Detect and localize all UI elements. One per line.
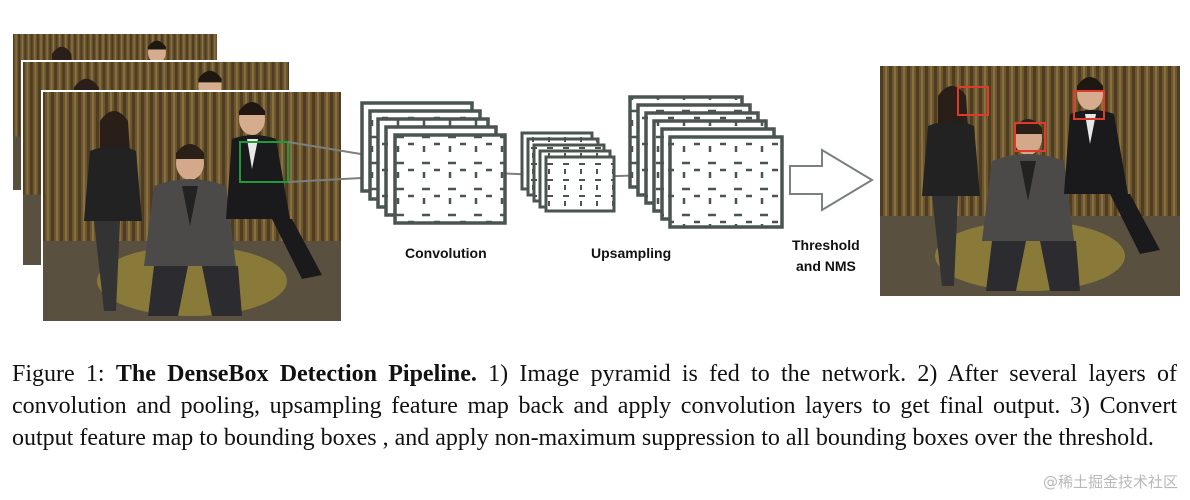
upsampling-feature-maps [628, 95, 784, 229]
caption-body: 1) Image pyramid is fed to the network. … [12, 361, 1178, 451]
output-image [880, 66, 1180, 296]
pipeline-arrow [789, 148, 874, 212]
caption-title: The DenseBox Detection Pipeline. [115, 361, 477, 387]
detection-box [1014, 122, 1046, 152]
convolution-feature-maps [360, 101, 507, 225]
detection-box [1073, 90, 1105, 120]
label-convolution: Convolution [405, 245, 487, 261]
receptive-field-box [239, 141, 289, 183]
label-nms: and NMS [796, 258, 856, 274]
figure-caption: Figure 1: The DenseBox Detection Pipelin… [12, 358, 1177, 454]
detection-box [957, 86, 989, 116]
pooled-feature-maps [520, 131, 616, 213]
label-threshold: Threshold [792, 237, 860, 253]
pipeline-figure: Convolution Upsampling Threshold and NMS [11, 32, 1180, 323]
label-upsampling: Upsampling [591, 245, 671, 261]
input-image-pyramid [11, 32, 343, 323]
caption-prefix: Figure 1: [12, 361, 116, 387]
watermark: @稀土掘金技术社区 [1042, 473, 1178, 491]
